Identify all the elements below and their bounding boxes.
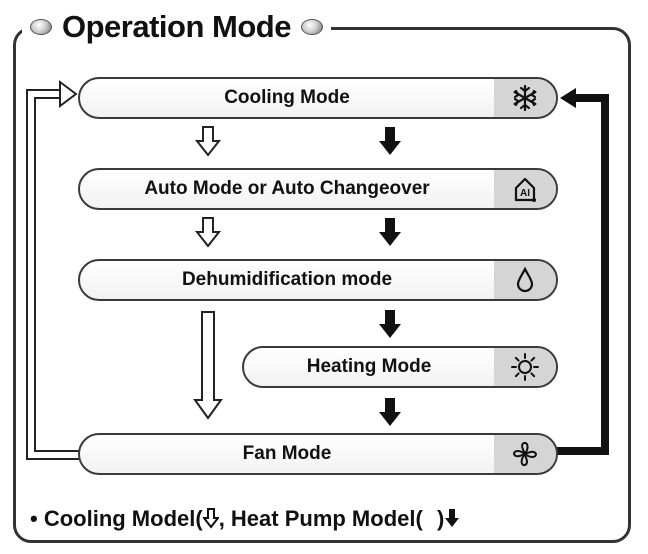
title-bead-right <box>300 19 323 35</box>
snowflake-icon <box>513 84 537 112</box>
footer-bullet: • <box>30 506 38 531</box>
return-path-outline <box>34 97 80 452</box>
solid-arrow-3 <box>379 310 401 338</box>
mode-fan: Fan Mode <box>78 433 558 475</box>
solid-arrow-2 <box>379 218 401 246</box>
fan-icon <box>513 441 537 467</box>
title-group: Operation Mode <box>22 2 331 52</box>
right-return-arrowhead <box>560 88 576 108</box>
mode-dehumidification-label: Dehumidification mode <box>181 269 393 290</box>
return-path-inner <box>26 89 80 460</box>
diagram-title: Operation Mode <box>62 9 291 44</box>
mode-heating: Heating Mode <box>242 346 558 388</box>
solid-arrow-1 <box>379 127 401 155</box>
footer-legend: • Cooling Model( , Heat Pump Model( ) <box>30 506 460 532</box>
hollow-arrow-legend-icon <box>201 508 220 529</box>
hollow-arrow-1 <box>194 126 222 157</box>
mode-auto: Auto Mode or Auto Changeover AI <box>78 168 558 210</box>
footer-heat-pump-text: , Heat Pump Model( <box>218 506 423 531</box>
mode-dehumidification: Dehumidification mode <box>78 259 558 301</box>
mode-cooling: Cooling Mode <box>78 77 558 119</box>
water-drop-icon <box>516 266 534 293</box>
right-return-path <box>556 94 609 455</box>
sun-icon <box>511 353 539 381</box>
auto-ai-icon: AI <box>514 177 536 202</box>
return-arrowhead <box>59 80 78 108</box>
footer-cooling-text: Cooling Model( <box>43 506 203 531</box>
footer-close-text: ) <box>436 506 445 531</box>
hollow-arrow-long <box>193 311 223 420</box>
mode-auto-label: Auto Mode or Auto Changeover <box>144 178 430 199</box>
solid-arrow-4 <box>379 398 401 426</box>
mode-heating-label: Heating Mode <box>306 356 432 377</box>
mode-fan-label: Fan Mode <box>242 443 332 464</box>
title-bead-left <box>30 19 52 35</box>
solid-arrow-legend-icon <box>445 509 460 527</box>
hollow-arrow-2 <box>194 217 222 248</box>
mode-cooling-label: Cooling Mode <box>224 87 350 108</box>
svg-text:AI: AI <box>520 188 530 199</box>
